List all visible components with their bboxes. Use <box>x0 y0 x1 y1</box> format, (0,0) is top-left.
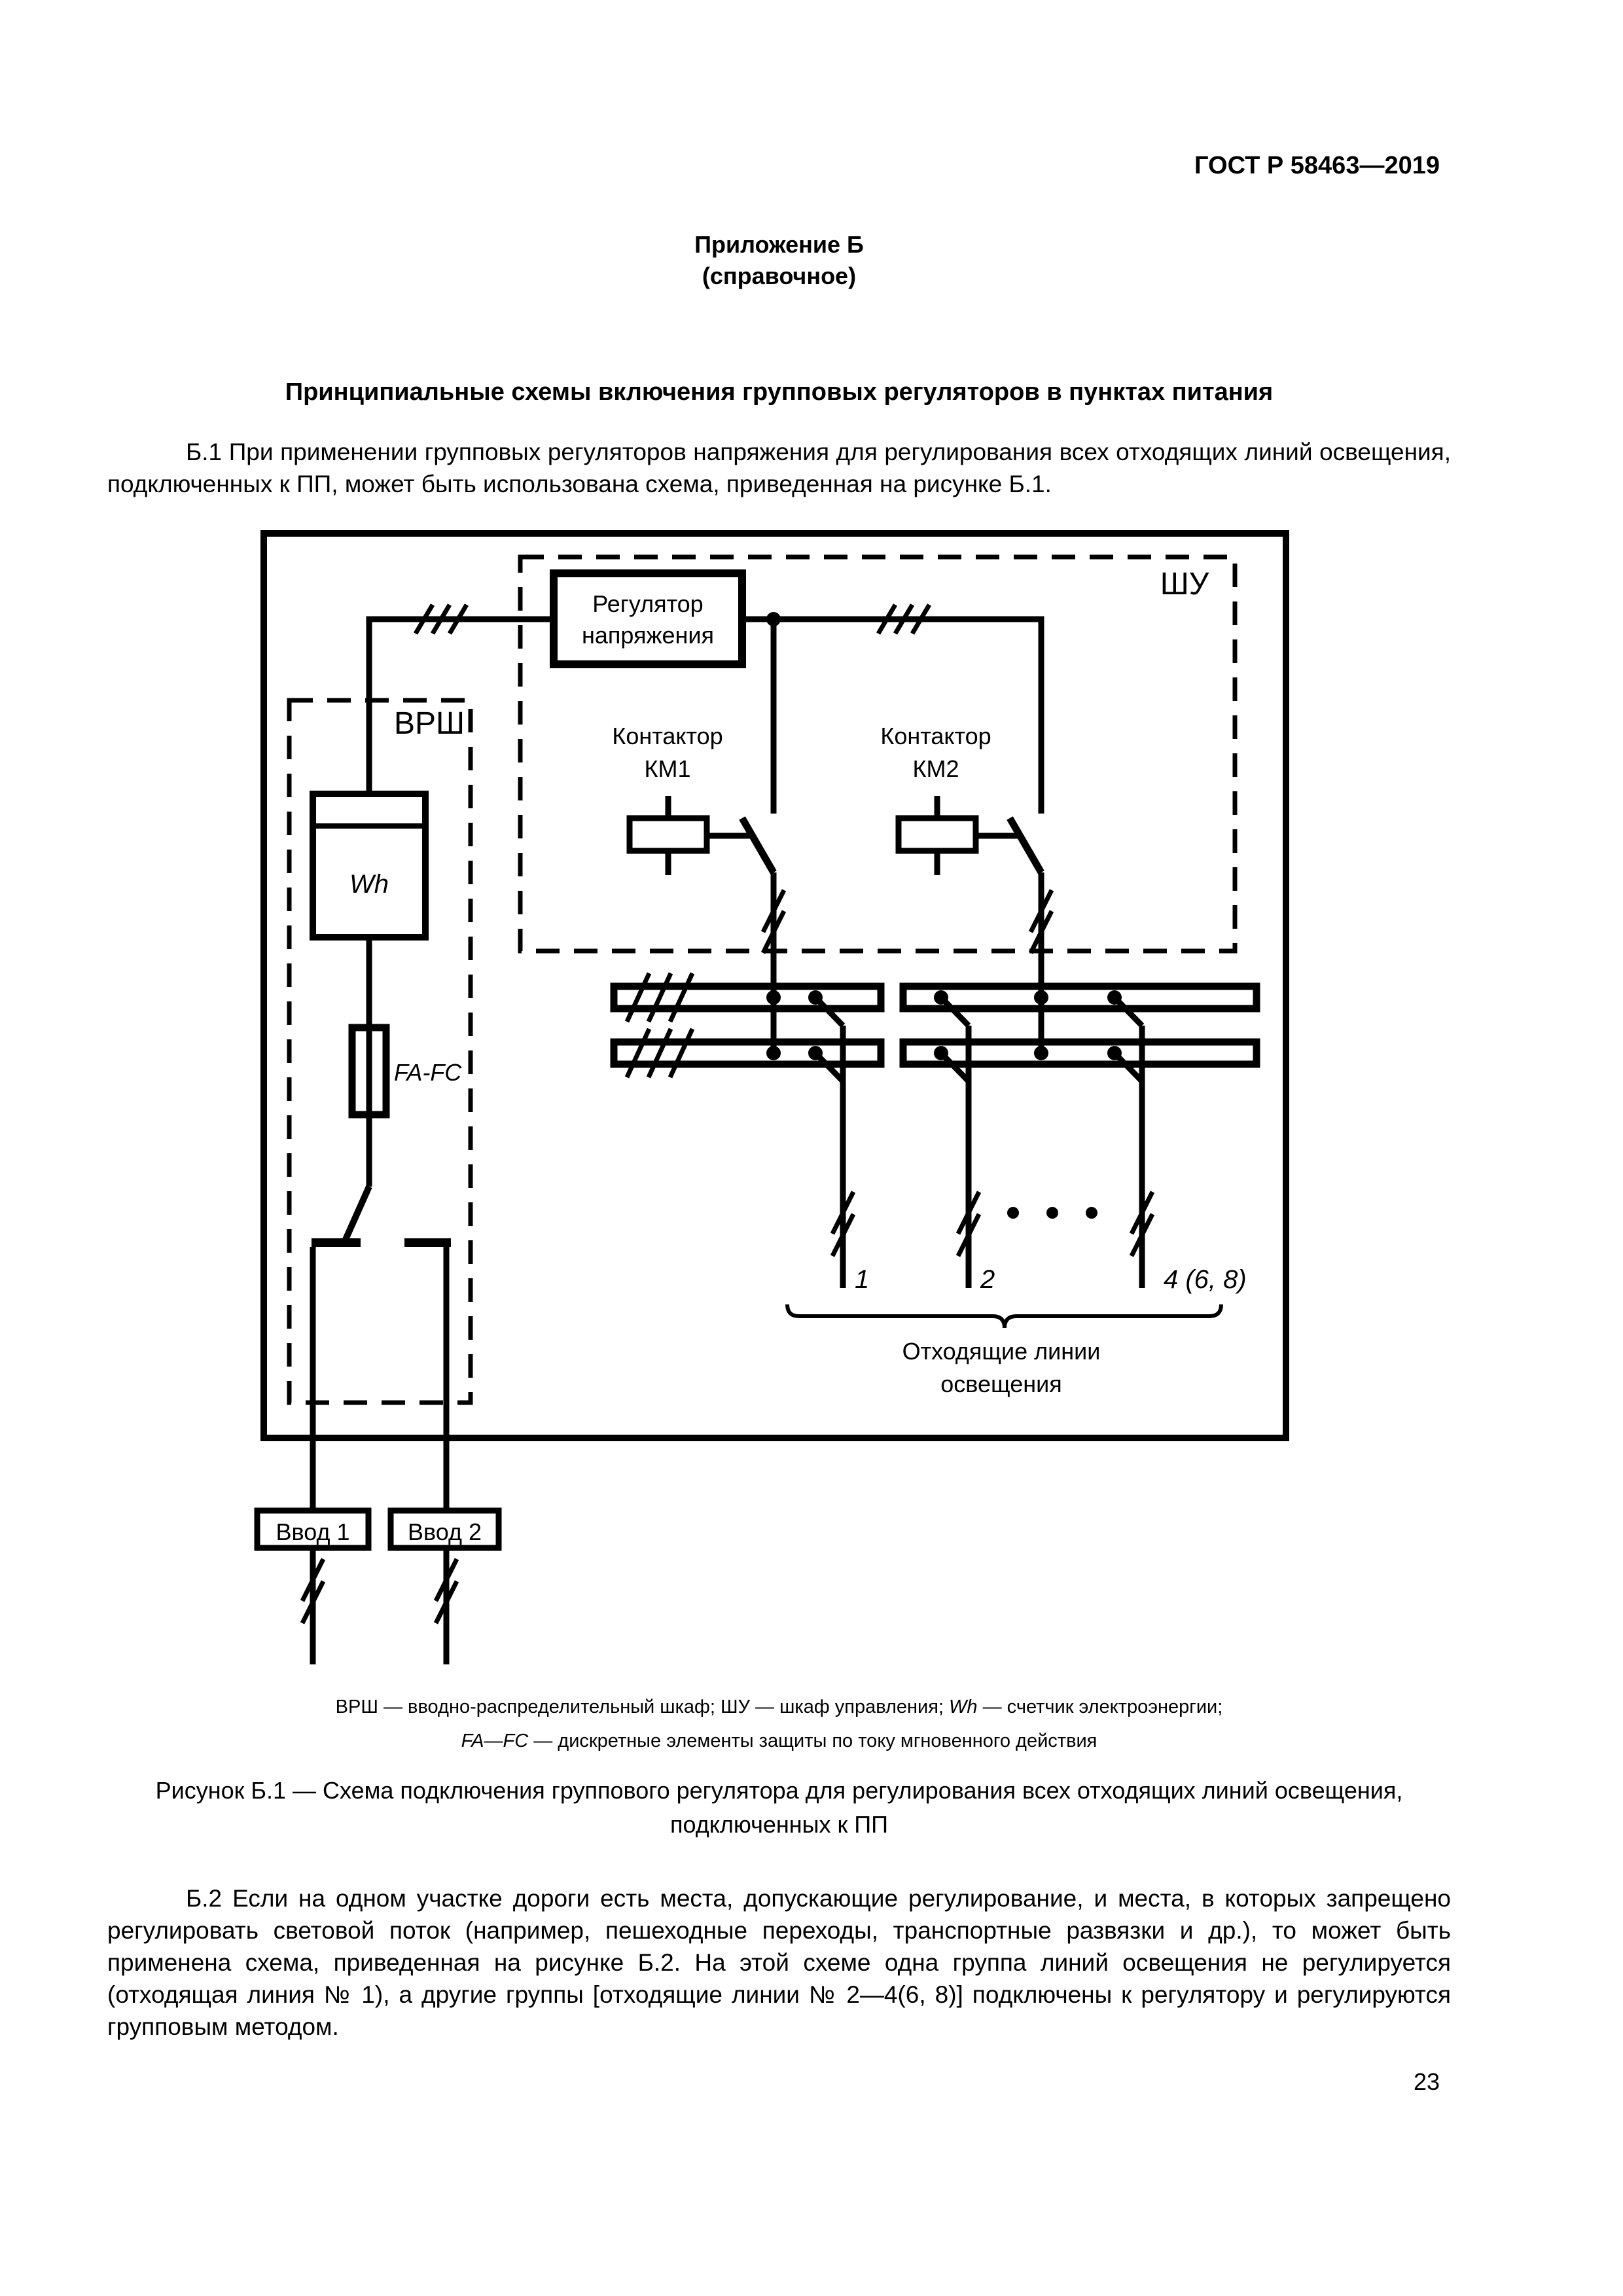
doc-number-header: ГОСТ Р 58463—2019 <box>1194 152 1440 179</box>
figure-legend: ВРШ — вводно-распределительный шкаф; ШУ … <box>107 1690 1451 1758</box>
figure-caption: Рисунок Б.1 — Схема подключения группово… <box>155 1777 1403 1838</box>
outgoing-line-1-label: 1 <box>855 1265 870 1294</box>
main-wires <box>366 616 1044 814</box>
outgoing-line-3-label: 4 (6, 8) <box>1164 1265 1247 1294</box>
input2-label: Ввод 2 <box>408 1518 482 1545</box>
vrsh-dashed-box <box>287 698 473 1405</box>
fafc-abbrev: FA—FC <box>461 1731 529 1751</box>
legend-line-1: ВРШ — вводно-распределительный шкаф; ШУ … <box>335 1696 1223 1717</box>
outgoing-lines-caption: Отходящие линии освещения <box>902 1338 1101 1397</box>
outgoing-line-slashes <box>830 1191 1155 1257</box>
contactor-km1-label: Контактор КМ1 <box>612 723 723 782</box>
paragraph-b2: Б.2 Если на одном участке дороги есть ме… <box>107 1885 1451 2040</box>
phase-slashes <box>413 603 932 635</box>
contactor-km1 <box>626 796 787 1053</box>
inputs <box>254 1507 502 1664</box>
paragraph-b1: Б.1 При применении групповых регуляторов… <box>107 439 1451 497</box>
page-number: 23 <box>1413 2068 1440 2095</box>
contactor-km2-label: Контактор КМ2 <box>880 723 991 782</box>
ellipsis-dots <box>1007 1207 1097 1219</box>
wh-meter-box <box>310 791 429 941</box>
contactor-km2 <box>895 796 1054 1053</box>
wh-abbrev: Wh <box>949 1696 978 1717</box>
switch-blade <box>342 1185 372 1243</box>
vrsh-box-label: ВРШ <box>393 706 465 741</box>
busbar-slashes <box>624 972 695 1079</box>
outgoing-line-2-label: 2 <box>980 1265 995 1294</box>
vrsh-internals <box>310 791 451 1511</box>
appendix-subtitle: (справочное) <box>702 262 857 289</box>
fuse-box <box>348 1024 390 1119</box>
busbars <box>610 982 1260 1068</box>
fuse-label: FA-FC <box>394 1059 462 1086</box>
appendix-heading: Приложение Б (справочное) <box>107 229 1451 292</box>
outgoing-taps <box>813 995 1145 1288</box>
regulator-label: Регулятор напряжения <box>581 590 715 649</box>
input1-label: Ввод 1 <box>276 1518 350 1545</box>
shu-box-label: ШУ <box>1160 567 1209 601</box>
junction-dot <box>766 612 781 626</box>
wh-meter-label: Wh <box>349 870 389 899</box>
shu-dashed-box <box>518 554 1238 954</box>
outgoing-brace <box>785 1304 1223 1329</box>
appendix-title: Приложение Б <box>694 231 864 258</box>
section-title: Принципиальные схемы включения групповых… <box>285 378 1274 406</box>
legend-line-2: FA—FC — дискретные элементы защиты по то… <box>461 1731 1097 1751</box>
outer-box <box>260 530 1289 1441</box>
